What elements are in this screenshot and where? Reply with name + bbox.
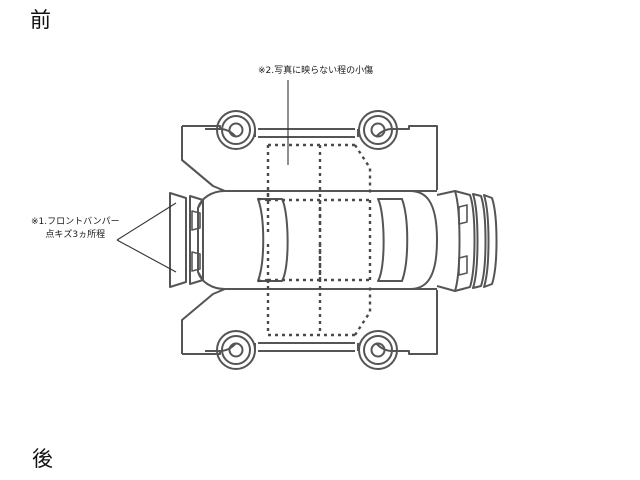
side-view-upper [181,125,438,192]
wheel-front-lower [216,330,256,370]
top-view [197,190,438,290]
rear-view [436,190,498,292]
annotation-2-line-1: ※2.写真に映らない程の小傷 [258,66,374,76]
wheel-front-upper [216,110,256,150]
rear-label: 後 [32,447,53,471]
annotation-1-line-2: 点キズ3ヵ所程 [45,230,106,240]
leader-line-annot-1 [116,202,177,273]
front-view [169,192,204,288]
annotation-1-line-1: ※1.フロントバンパー [31,217,120,227]
wheel-rear-upper [358,110,398,150]
annotation-front-bumper: ※1.フロントバンパー 点キズ3ヵ所程 [31,216,120,242]
side-view-lower [181,288,438,355]
wheel-rear-lower [358,330,398,370]
roof-outline-dashed [257,143,372,337]
front-label: 前 [30,8,51,32]
annotation-roof-scratch: ※2.写真に映らない程の小傷 [258,65,373,78]
